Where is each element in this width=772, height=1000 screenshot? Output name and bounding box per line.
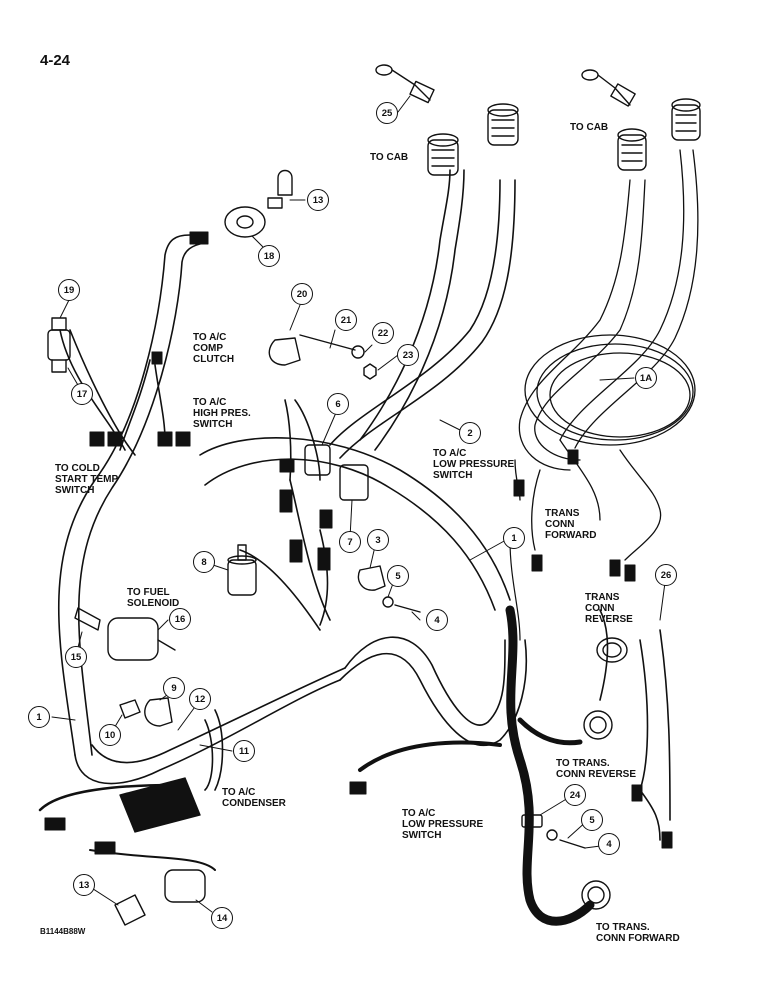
callout-9: 9 bbox=[163, 677, 185, 699]
callout-4: 4 bbox=[426, 609, 448, 631]
callout-5: 5 bbox=[581, 809, 603, 831]
callout-15: 15 bbox=[65, 646, 87, 668]
label-ac-condenser: TO A/C CONDENSER bbox=[222, 787, 286, 809]
small-connectors bbox=[44, 231, 673, 855]
page-number: 4-24 bbox=[40, 52, 71, 69]
lower-black-wires bbox=[38, 605, 595, 926]
cab-connectors bbox=[375, 64, 701, 176]
label-trans-conn-forward-top: TRANS CONN FORWARD bbox=[545, 508, 597, 541]
callout-10: 10 bbox=[99, 724, 121, 746]
callout-22: 22 bbox=[372, 322, 394, 344]
callout-16: 16 bbox=[169, 608, 191, 630]
callout-20: 20 bbox=[291, 283, 313, 305]
label-trans-conn-reverse-bottom: TO TRANS. CONN REVERSE bbox=[556, 758, 637, 780]
drawing-code: B1144B88W bbox=[40, 927, 86, 936]
callout-11: 11 bbox=[233, 740, 255, 762]
label-to-cab-left: TO CAB bbox=[370, 152, 409, 163]
callout-21: 21 bbox=[335, 309, 357, 331]
label-fuel-solenoid: TO FUEL SOLENOID bbox=[127, 587, 180, 609]
callout-23: 23 bbox=[397, 344, 419, 366]
callout-14: 14 bbox=[211, 907, 233, 929]
callout-3: 3 bbox=[367, 529, 389, 551]
callout-12: 12 bbox=[189, 688, 211, 710]
callout-1: 1 bbox=[28, 706, 50, 728]
callout-5: 5 bbox=[387, 565, 409, 587]
label-ac-comp-clutch: TO A/C COMP CLUTCH bbox=[193, 332, 235, 365]
label-cold-start-temp-switch: TO COLD START TEMP SWITCH bbox=[55, 463, 119, 496]
label-trans-conn-forward-bottom: TO TRANS. CONN FORWARD bbox=[596, 922, 680, 944]
callout-13: 13 bbox=[73, 874, 95, 896]
callout-17: 17 bbox=[71, 383, 93, 405]
callout-13: 13 bbox=[307, 189, 329, 211]
callout-24: 24 bbox=[564, 784, 586, 806]
callout-6: 6 bbox=[327, 393, 349, 415]
callout-7: 7 bbox=[339, 531, 361, 553]
label-ac-low-pressure-top: TO A/C LOW PRESSURE SWITCH bbox=[433, 448, 515, 481]
callout-26: 26 bbox=[655, 564, 677, 586]
callout-2: 2 bbox=[459, 422, 481, 444]
callout-4: 4 bbox=[598, 833, 620, 855]
label-ac-low-pressure-bottom: TO A/C LOW PRESSURE SWITCH bbox=[402, 808, 484, 841]
components bbox=[47, 169, 628, 926]
cab-harness-1a bbox=[509, 149, 699, 641]
label-ac-high-pres-switch: TO A/C HIGH PRES. SWITCH bbox=[193, 397, 251, 430]
label-to-cab-right: TO CAB bbox=[570, 122, 609, 133]
callout-1: 1 bbox=[503, 527, 525, 549]
label-trans-conn-reverse-top: TRANS CONN REVERSE bbox=[585, 592, 633, 625]
callout-1a: 1A bbox=[635, 367, 657, 389]
callout-18: 18 bbox=[258, 245, 280, 267]
callout-8: 8 bbox=[193, 551, 215, 573]
callout-25: 25 bbox=[376, 102, 398, 124]
callout-19: 19 bbox=[58, 279, 80, 301]
